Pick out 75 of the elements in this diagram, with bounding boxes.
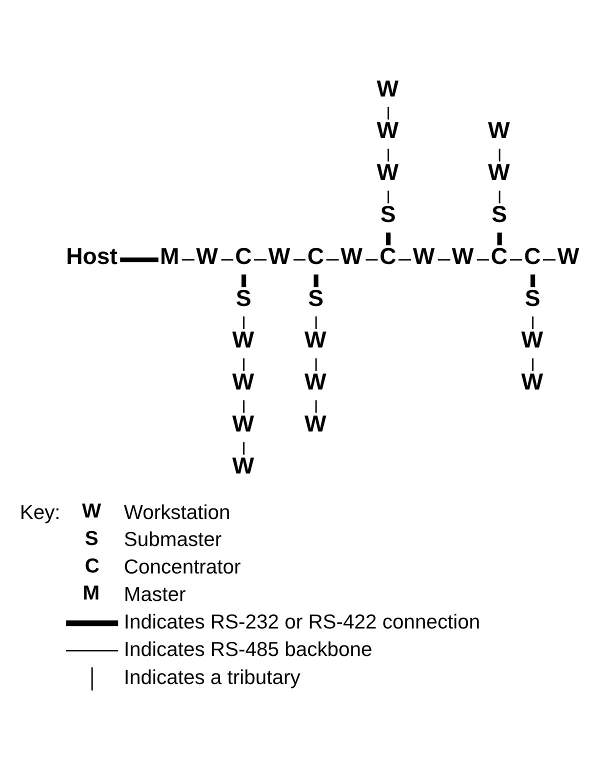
label: M [82, 582, 100, 604]
connector [182, 258, 194, 260]
connector [243, 400, 245, 412]
connector [243, 442, 245, 454]
node-text: C [380, 242, 396, 268]
connector [315, 316, 317, 329]
connector [398, 258, 412, 260]
label: S [84, 527, 98, 550]
node-text: W [268, 242, 290, 268]
node-text: W [304, 326, 326, 352]
connector [510, 258, 522, 260]
node-text: W [557, 242, 580, 268]
legend-label: Concentrator [124, 556, 241, 578]
legend-label: Indicates RS-485 backbone [124, 638, 372, 661]
connector [243, 316, 245, 329]
connector [242, 274, 246, 287]
connector [243, 358, 245, 370]
connector [498, 190, 500, 203]
connector [498, 148, 500, 161]
node-text: S [236, 284, 252, 310]
connector [388, 148, 390, 161]
node-text: S [524, 284, 540, 310]
node-text: W [376, 74, 399, 101]
node-text: W [376, 116, 399, 143]
connector [388, 106, 390, 119]
connector [542, 258, 556, 260]
connector [315, 358, 317, 370]
node-text: S [308, 284, 324, 310]
node-text: W [521, 326, 544, 352]
node-text: W [412, 242, 435, 268]
connector [388, 190, 390, 203]
connector [294, 258, 306, 260]
legend-label: Submaster [124, 528, 222, 551]
node-text: W [376, 158, 399, 185]
node-text: W [232, 452, 254, 478]
node-text: W [232, 368, 254, 394]
connector [120, 257, 158, 262]
node-text: S [492, 200, 508, 226]
node-text: W [304, 368, 326, 394]
node-text: C [524, 242, 541, 268]
connector [530, 274, 536, 287]
connector [386, 232, 391, 245]
node-text: W [521, 368, 544, 394]
node-text: W [304, 410, 326, 436]
node-text: W [232, 326, 254, 352]
legend-label: Indicates RS-232 or RS-422 connection [124, 611, 480, 634]
connector [477, 258, 489, 260]
node-text: M [160, 242, 180, 268]
connector [254, 258, 267, 260]
connector [326, 258, 339, 260]
node-text: W [232, 410, 254, 436]
node-text: W [488, 116, 510, 143]
connector [314, 274, 318, 287]
node-text: W [196, 242, 218, 268]
connector [221, 258, 234, 260]
legend-label: Master [124, 584, 186, 606]
connector [532, 358, 534, 370]
node-text: W [452, 242, 474, 268]
legend-label: Workstation [124, 501, 230, 524]
node-text: W [340, 242, 362, 268]
node-text: C [307, 242, 324, 268]
node-text: S [380, 200, 396, 226]
label: Key: [20, 501, 60, 524]
node-text: C [235, 242, 252, 268]
connector [315, 400, 317, 412]
connector [532, 316, 534, 329]
connector [438, 258, 450, 260]
connector [497, 232, 502, 245]
node-text: W [488, 158, 510, 185]
label: C [84, 554, 100, 577]
label: W [82, 500, 102, 522]
node-text: C [490, 242, 508, 268]
legend-label: Indicates a tributary [124, 666, 300, 689]
connector [366, 258, 378, 260]
node-text: Host [66, 242, 118, 268]
